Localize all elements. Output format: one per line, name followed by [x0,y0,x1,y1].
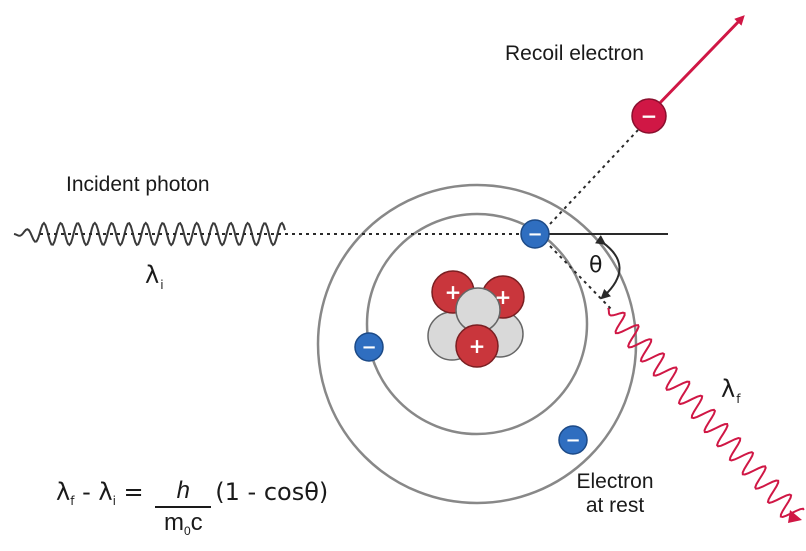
lambda-i-label: λi [145,261,164,292]
proton-sign: + [495,285,512,309]
incident-photon-wave [13,221,286,247]
scattered-photon-wave [607,307,805,518]
theta-label: θ [589,253,603,278]
svg-text:−: − [527,224,542,245]
electron-at-rest: − [558,425,588,455]
svg-text:−: − [641,104,658,128]
recoil-electron-label: Recoil electron [505,42,644,65]
nucleus: + + + [427,270,525,368]
proton-sign: + [445,280,462,304]
inner-orbit [365,212,589,436]
svg-text:−: − [361,337,376,358]
incident-photon-label: Incident photon [66,173,210,196]
recoil-path-dotted [549,129,639,225]
electron-left: − [354,332,384,362]
recoil-electron: − [631,98,667,134]
lambda-f-label: λf [721,375,741,406]
electron-target: − [520,219,550,249]
recoil-arrow [653,15,745,110]
scattered-path-dotted [549,245,613,311]
proton [455,324,499,368]
proton-sign: + [469,334,486,358]
svg-text:−: − [565,430,580,451]
outer-orbit [316,183,638,505]
electron-at-rest-label: Electron at rest [576,470,654,517]
theta-angle-arc [595,235,621,300]
scattered-arrowhead [788,510,802,523]
